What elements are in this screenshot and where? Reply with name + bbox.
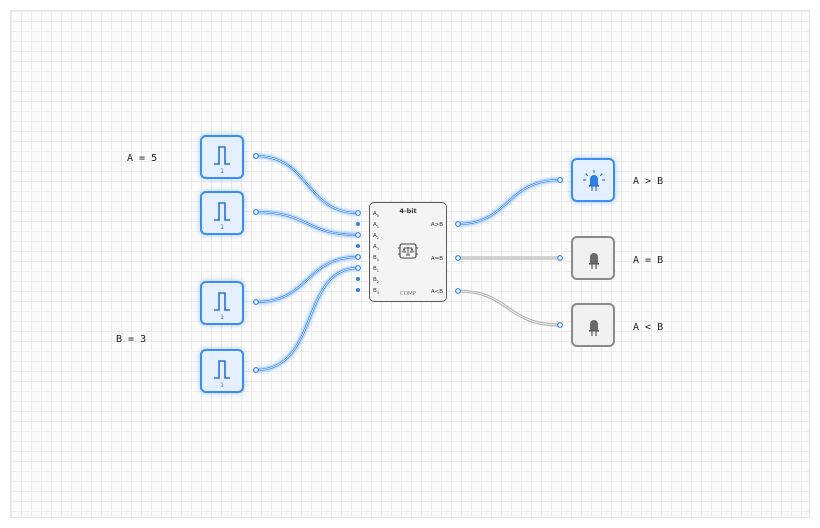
pin-b1: B1 <box>373 266 380 274</box>
pin-b3: B3 <box>373 288 380 296</box>
a-value-label: A = 5 <box>127 153 158 164</box>
output-gt-label: A > B <box>633 176 664 187</box>
output-led-eq[interactable] <box>571 236 615 280</box>
input-switch-a0[interactable]: 1 <box>200 135 244 179</box>
input-switch-a2[interactable]: 1 <box>200 191 244 235</box>
pin-a2: A2 <box>373 233 379 241</box>
pulse-icon <box>214 202 230 221</box>
chip-title: 4-bit <box>399 207 417 215</box>
pin-a0: A0 <box>373 211 379 219</box>
pulse-icon <box>214 360 230 379</box>
input-value: 1 <box>220 168 224 175</box>
wire-gt[interactable] <box>455 177 563 227</box>
port-dots <box>253 153 563 373</box>
pulse-icon <box>214 292 230 311</box>
input-switch-b1[interactable]: 1 <box>200 349 244 393</box>
input-value: 1 <box>220 314 224 321</box>
wire-lt[interactable] <box>456 289 562 327</box>
balance-scale-chip-icon <box>398 243 418 259</box>
pin-out-gt: A>B <box>430 222 443 228</box>
pin-out-lt: A<B <box>430 289 443 295</box>
output-led-gt[interactable] <box>571 158 615 202</box>
input-value: 1 <box>220 224 224 231</box>
led-off-icon <box>589 253 599 269</box>
pin-b2: B2 <box>373 277 380 285</box>
input-value: 1 <box>220 382 224 389</box>
wire-b0[interactable] <box>253 254 361 305</box>
chip-footer: COMP <box>399 291 417 297</box>
output-lt-label: A < B <box>633 322 664 333</box>
output-eq-label: A = B <box>633 255 664 266</box>
pin-a3: A3 <box>373 244 379 252</box>
pulse-icon <box>214 146 230 165</box>
comparator-chip[interactable]: 4-bit A0 A1 A2 A3 B0 B1 B2 B3 A>B A=B A<… <box>369 202 447 302</box>
input-switch-b0[interactable]: 1 <box>200 281 244 325</box>
pin-out-eq: A=B <box>430 256 443 262</box>
led-off-icon <box>589 320 599 336</box>
led-lit-icon <box>583 170 605 191</box>
wire-a2[interactable] <box>253 209 361 238</box>
pin-a1: A1 <box>373 222 379 230</box>
b-value-label: B = 3 <box>116 334 147 345</box>
pin-b0: B0 <box>373 255 380 263</box>
wire-a0[interactable] <box>253 153 361 216</box>
output-led-lt[interactable] <box>571 303 615 347</box>
wire-b1[interactable] <box>253 265 361 373</box>
